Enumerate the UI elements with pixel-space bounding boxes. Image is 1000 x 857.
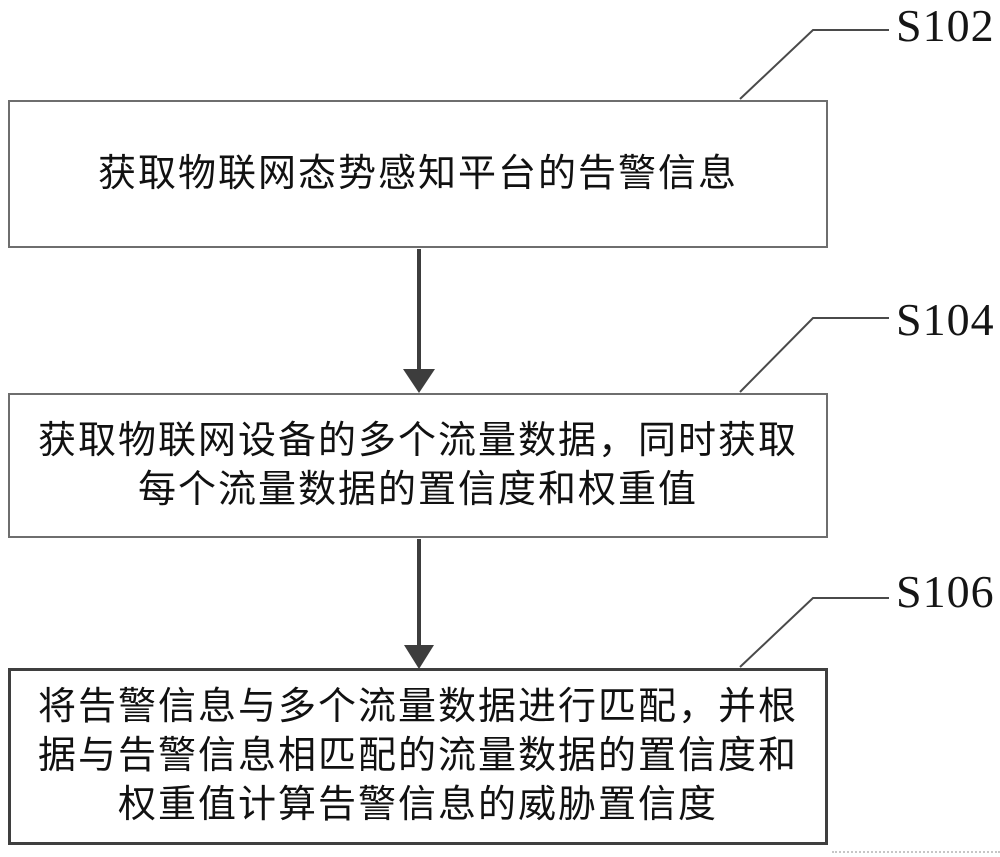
step-label-s106: S106 bbox=[896, 566, 995, 617]
scan-artifact-dotted-line bbox=[832, 851, 1000, 853]
down-arrow-connector-1 bbox=[403, 249, 435, 393]
leader-line-s104 bbox=[739, 317, 889, 393]
flow-step-box-s102: 获取物联网态势感知平台的告警信息 bbox=[8, 100, 828, 248]
flow-step-text-line: 每个流量数据的置信度和权重值 bbox=[137, 468, 698, 511]
flow-step-text-line: 据与告警信息相匹配的流量数据的置信度和 bbox=[37, 735, 798, 777]
leader-line-s106 bbox=[739, 597, 889, 668]
flow-step-box-s104: 获取物联网设备的多个流量数据，同时获取 每个流量数据的置信度和权重值 bbox=[8, 393, 828, 538]
flow-step-box-s106: 将告警信息与多个流量数据进行匹配，并根 据与告警信息相匹配的流量数据的置信度和 … bbox=[8, 668, 828, 845]
leader-line-s102 bbox=[739, 29, 889, 100]
down-arrow-connector-2 bbox=[404, 539, 434, 669]
flow-step-text-line: 将告警信息与多个流量数据进行匹配，并根 bbox=[37, 686, 798, 728]
flow-step-text-line: 获取物联网态势感知平台的告警信息 bbox=[97, 152, 738, 195]
step-label-s104: S104 bbox=[896, 294, 995, 345]
flow-step-text-line: 权重值计算告警信息的威胁置信度 bbox=[117, 784, 718, 826]
flow-step-text-line: 获取物联网设备的多个流量数据，同时获取 bbox=[37, 419, 798, 462]
step-label-s102: S102 bbox=[896, 0, 995, 51]
